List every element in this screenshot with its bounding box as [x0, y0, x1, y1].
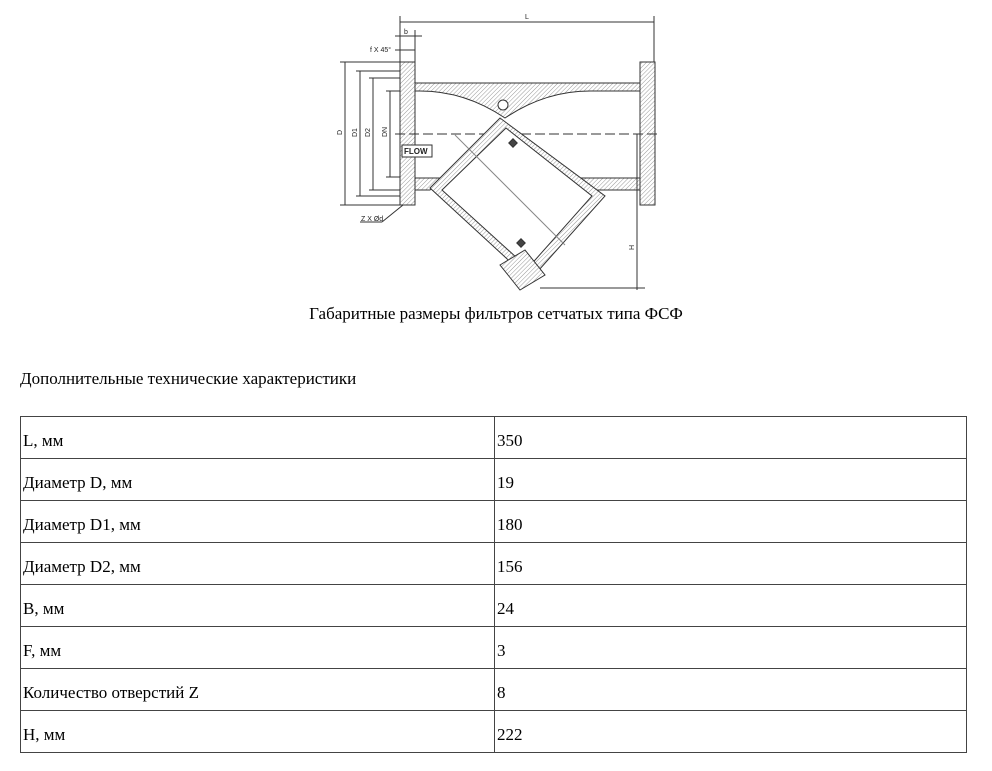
- spec-label: Диаметр D, мм: [20, 458, 495, 501]
- drawing-label-holes: Z X Ød: [361, 216, 383, 223]
- section-heading: Дополнительные технические характеристик…: [20, 369, 357, 388]
- drawing-label-dn: DN: [382, 127, 389, 137]
- spec-label: F, мм: [20, 626, 495, 669]
- spec-label: H, мм: [20, 710, 495, 753]
- spec-label: Количество отверстий Z: [20, 668, 495, 711]
- spec-value: 3: [494, 626, 967, 669]
- filter-dimension-drawing: L b f X 45° D D1 D2 DN FLOW Z X Ød H: [337, 14, 660, 291]
- drawing-label-chamfer: f X 45°: [370, 46, 391, 54]
- spec-value: 19: [494, 458, 967, 501]
- spec-label: B, мм: [20, 584, 495, 627]
- spec-label: Диаметр D2, мм: [20, 542, 495, 585]
- spec-value: 8: [494, 668, 967, 711]
- drawing-label-d1: D1: [352, 128, 359, 137]
- drawing-label-d: D: [337, 130, 344, 135]
- spec-value: 222: [494, 710, 967, 753]
- spec-label: L, мм: [20, 416, 495, 459]
- spec-label: Диаметр D1, мм: [20, 500, 495, 543]
- drawing-label-flow: FLOW: [404, 147, 428, 156]
- spec-value: 350: [494, 416, 967, 459]
- drawing-label-b: b: [404, 29, 408, 36]
- spec-value: 180: [494, 500, 967, 543]
- drawing-label-l: L: [525, 14, 529, 21]
- drawing-label-h: H: [629, 245, 636, 250]
- spec-value: 156: [494, 542, 967, 585]
- drawing-caption: Габаритные размеры фильтров сетчатых тип…: [309, 304, 683, 323]
- spec-value: 24: [494, 584, 967, 627]
- drawing-label-d2: D2: [365, 128, 372, 137]
